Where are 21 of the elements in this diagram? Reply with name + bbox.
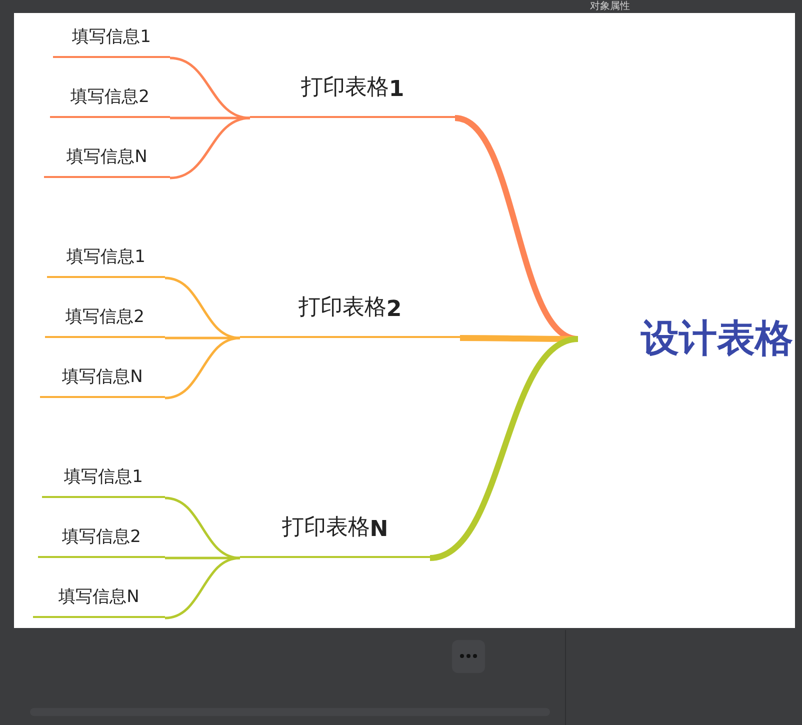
- branch-topic: 打印表格1: [250, 68, 455, 118]
- subtopic: 填写信息N: [44, 140, 170, 178]
- branch-topic: 打印表格N: [240, 508, 430, 558]
- panel-title: 对象属性: [590, 2, 630, 12]
- branch-line: [170, 116, 250, 180]
- branch-line: [164, 496, 240, 560]
- subtopic: 填写信息N: [40, 360, 165, 398]
- subtopic: 填写信息1: [42, 460, 165, 498]
- subtopic: 填写信息2: [45, 300, 165, 338]
- subtopic: 填写信息2: [38, 520, 165, 558]
- branch-line: [164, 336, 240, 400]
- central-topic: 设计表格: [578, 308, 793, 368]
- subtopic: 填写信息1: [53, 20, 170, 58]
- subtopic: 填写信息2: [50, 80, 170, 118]
- branch-line: [170, 56, 250, 120]
- subtopic: 填写信息1: [47, 240, 165, 278]
- branch-line: [429, 336, 579, 561]
- branch-line: [164, 556, 240, 620]
- branch-topic: 打印表格2: [240, 288, 460, 338]
- branch-line: [164, 276, 240, 340]
- subtopic: 填写信息N: [33, 580, 165, 618]
